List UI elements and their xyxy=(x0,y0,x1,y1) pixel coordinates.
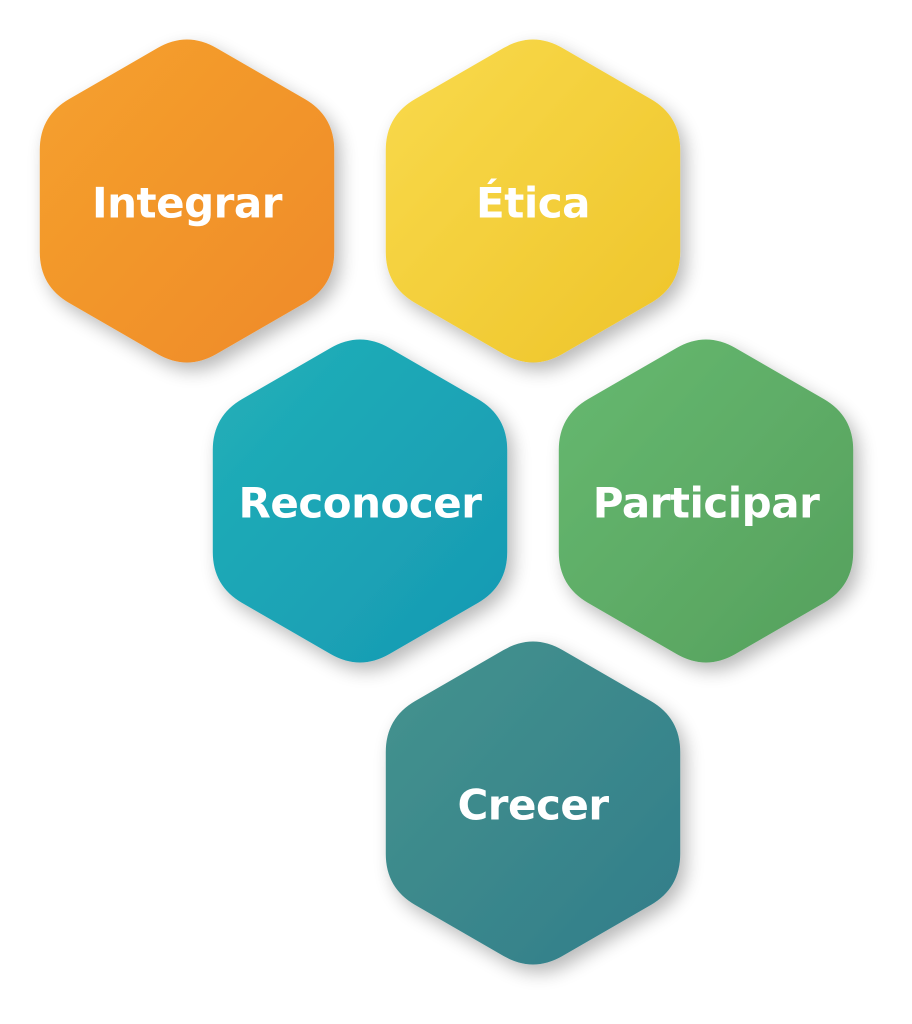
hexagon-shape-participar xyxy=(558,339,854,663)
hexagon-integrar: Integrar xyxy=(39,39,335,363)
hexagon-shape-etica xyxy=(385,39,681,363)
hexagon-label-integrar: Integrar xyxy=(92,179,283,228)
hexagon-label-participar: Participar xyxy=(593,479,820,528)
hexagon-shape-integrar xyxy=(39,39,335,363)
hexagon-etica: Ética xyxy=(385,39,681,363)
hexagon-crecer: Crecer xyxy=(385,641,681,965)
hexagon-participar: Participar xyxy=(558,339,854,663)
hexagon-label-reconocer: Reconocer xyxy=(239,479,483,528)
hexagon-reconocer: Reconocer xyxy=(212,339,508,663)
hexagon-label-crecer: Crecer xyxy=(457,781,609,830)
hexagon-shape-crecer xyxy=(385,641,681,965)
hexagon-shape-reconocer xyxy=(212,339,508,663)
hexagon-label-etica: Ética xyxy=(476,178,590,228)
